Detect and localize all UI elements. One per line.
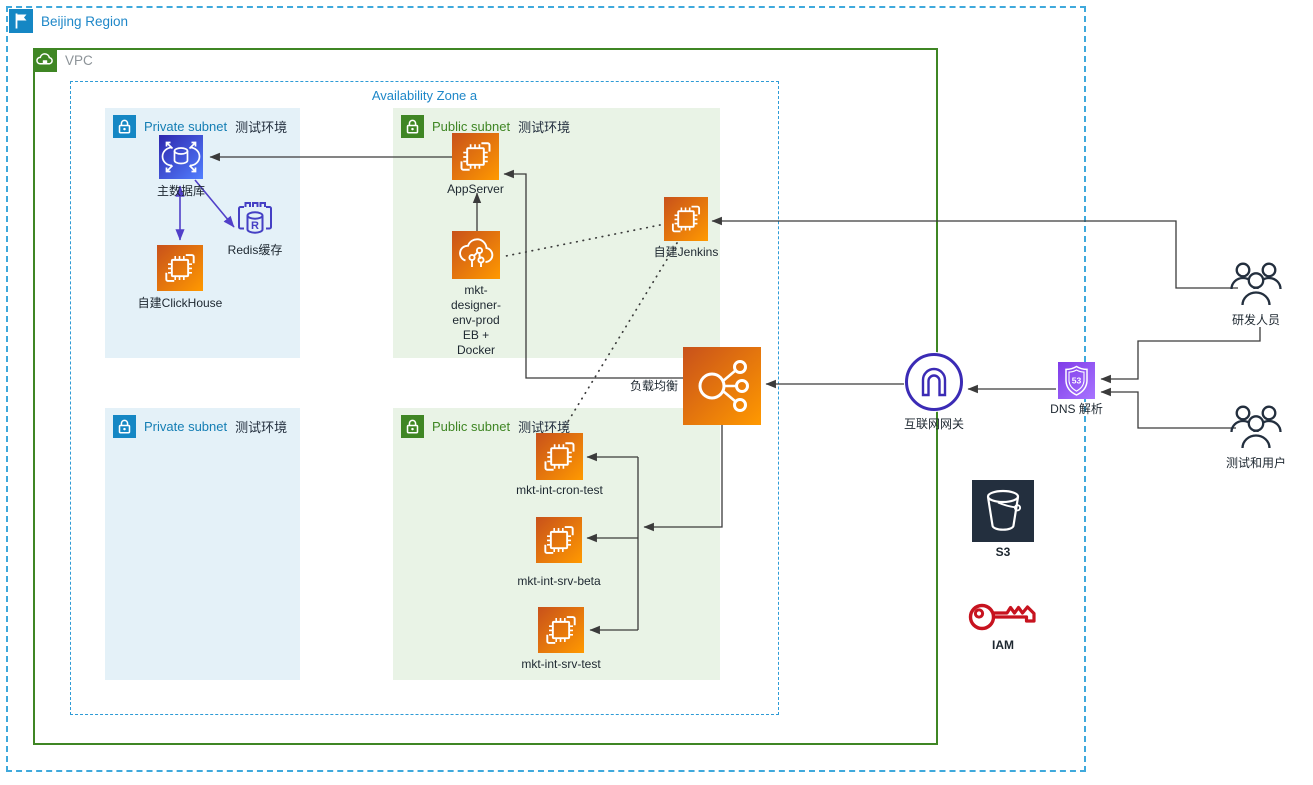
s3-bucket-icon: [972, 480, 1034, 542]
node-mkt-int-srv-test[interactable]: mkt-int-srv-test: [521, 607, 601, 671]
ec2-instance-icon: [452, 133, 499, 180]
ec2-instance-icon: [157, 245, 203, 291]
route53-icon: 53: [1058, 362, 1095, 399]
route53-badge: 53: [1072, 376, 1082, 386]
edge-testusers-to-dns: [1100, 387, 1236, 429]
subnet-type-label: Private subnet: [144, 419, 228, 434]
node-label: 自建ClickHouse: [137, 296, 223, 310]
internet-gateway-icon: [904, 352, 964, 412]
elastic-beanstalk-icon: [452, 231, 500, 279]
node-mkt-int-cron-test[interactable]: mkt-int-cron-test: [516, 433, 603, 497]
subnet-env-label: 测试环境: [518, 120, 571, 135]
node-dns-route53[interactable]: 53 DNS 解析: [1050, 362, 1103, 416]
availability-zone-boundary: Availability Zone a: [70, 81, 779, 715]
node-clickhouse[interactable]: 自建ClickHouse: [138, 245, 222, 310]
node-s3[interactable]: S3: [972, 480, 1034, 559]
private-lock-icon: [113, 115, 136, 138]
node-redis-cache[interactable]: R Redis缓存: [228, 199, 282, 257]
node-mkt-int-srv-beta[interactable]: mkt-int-srv-beta: [517, 517, 601, 588]
users-icon: [1228, 403, 1284, 453]
ec2-instance-icon: [538, 607, 584, 653]
users-icon: [1228, 260, 1284, 310]
node-users-dev[interactable]: 研发人员: [1228, 260, 1284, 327]
public-lock-icon: [401, 415, 424, 438]
node-label: 研发人员: [1231, 313, 1281, 327]
node-internet-gateway[interactable]: 互联网网关: [904, 352, 964, 431]
load-balancer-icon: [683, 347, 761, 425]
database-icon: [159, 135, 203, 179]
ec2-instance-icon: [536, 433, 583, 480]
subnet-env-label: 测试环境: [235, 420, 288, 435]
subnet-type-label: Public subnet: [432, 419, 511, 434]
node-label: 互联网网关: [903, 417, 965, 431]
public-lock-icon: [401, 115, 424, 138]
node-iam[interactable]: IAM: [966, 592, 1040, 652]
subnet-type-label: Public subnet: [432, 119, 511, 134]
node-label: 自建Jenkins: [653, 245, 719, 259]
node-label: 主数据库: [156, 184, 206, 198]
elasticache-redis-icon: R: [232, 199, 278, 241]
node-label: mkt-int-srv-beta: [517, 574, 601, 588]
node-label: AppServer: [447, 182, 504, 196]
iam-key-icon: [966, 592, 1040, 636]
availability-zone-label: Availability Zone a: [371, 88, 478, 103]
node-label: mkt-designer- env-prod EB + Docker: [450, 283, 502, 357]
node-label: IAM: [992, 638, 1014, 652]
node-jenkins[interactable]: 自建Jenkins: [654, 197, 718, 259]
node-label: mkt-int-srv-test: [521, 657, 601, 671]
region-flag-icon: [9, 9, 33, 33]
node-label: Redis缓存: [227, 243, 283, 257]
node-primary-database[interactable]: 主数据库: [157, 135, 205, 198]
node-users-test[interactable]: 测试和用户: [1226, 403, 1286, 470]
vpc-cloud-icon: [33, 48, 57, 72]
node-elastic-beanstalk[interactable]: mkt-designer- env-prod EB + Docker: [451, 231, 501, 357]
load-balancer-label: 负载均衡: [629, 379, 678, 393]
node-appserver[interactable]: AppServer: [447, 133, 504, 196]
region-label: Beijing Region: [41, 13, 129, 29]
vpc-label: VPC: [65, 52, 93, 68]
ec2-instance-icon: [664, 197, 708, 241]
ec2-instance-icon: [536, 517, 582, 563]
subnet-env-label: 测试环境: [235, 120, 288, 135]
subnet-env-label: 测试环境: [518, 420, 571, 435]
private-lock-icon: [113, 415, 136, 438]
edge-devusers-to-dns: [1100, 327, 1261, 384]
node-label: 测试和用户: [1225, 456, 1287, 470]
node-load-balancer[interactable]: [683, 347, 761, 425]
svg-text:R: R: [251, 220, 259, 232]
node-label: DNS 解析: [1050, 402, 1103, 416]
subnet-type-label: Private subnet: [144, 119, 228, 134]
node-label: mkt-int-cron-test: [516, 483, 603, 497]
node-label: S3: [995, 545, 1011, 559]
subnet-private-bottom[interactable]: Private subnet 测试环境: [105, 408, 300, 680]
